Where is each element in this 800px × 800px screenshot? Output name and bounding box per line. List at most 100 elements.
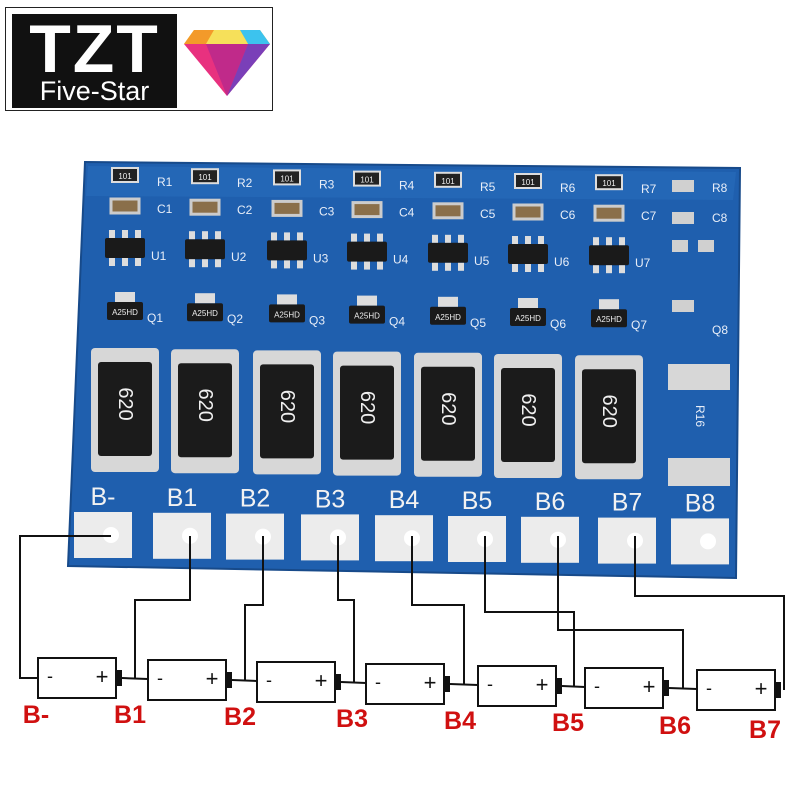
battery-body: [584, 667, 664, 709]
mosfet-code: A25HD: [192, 309, 218, 318]
wire-tap: [337, 536, 355, 682]
battery-minus: -: [706, 678, 712, 698]
ic-pin: [619, 237, 625, 246]
power-resistor-code: 620: [194, 389, 216, 422]
silk-label: Q6: [550, 317, 566, 331]
node-label: B4: [444, 707, 476, 735]
wire-tap: [134, 536, 191, 678]
silk-label: U6: [554, 255, 570, 269]
pad-label: B6: [535, 488, 566, 516]
battery-terminal: [226, 672, 232, 688]
spare-pad: [672, 240, 688, 252]
silk-label: R8: [712, 181, 728, 195]
pad-label: B7: [612, 489, 643, 517]
battery-plus: +: [643, 674, 656, 699]
wire-tap: [244, 536, 264, 680]
pad-label: B3: [315, 485, 346, 513]
ic-pin: [525, 236, 531, 244]
ic-pin: [619, 265, 625, 274]
silk-label: R2: [237, 176, 253, 190]
ic-chip: [267, 240, 307, 261]
node-label: B2: [224, 703, 256, 731]
wire-tap: [634, 536, 785, 690]
ic-pin: [512, 236, 518, 244]
wire-series: [449, 683, 479, 686]
brand-logo: TZT Five-Star: [5, 7, 273, 111]
ic-pin: [284, 232, 290, 241]
power-resistor-code: 620: [437, 392, 459, 425]
smd-resistor: [353, 170, 381, 187]
spare-pad: [698, 240, 714, 252]
smd-resistor-code: 101: [118, 172, 132, 181]
ic-pin: [189, 259, 195, 268]
battery-body: [365, 663, 445, 705]
mosfet-tab: [357, 295, 377, 306]
battery-plus: +: [315, 668, 328, 693]
silk-label: R5: [480, 180, 496, 194]
node-label: B-: [23, 701, 49, 729]
mosfet: [349, 305, 385, 324]
silk-label: Q2: [227, 312, 243, 326]
mosfet-code: A25HD: [274, 310, 300, 319]
silk-label: C1: [157, 202, 173, 216]
mosfet-tab: [438, 296, 458, 307]
mosfet-code: A25HD: [112, 308, 138, 317]
ic-pin: [351, 233, 357, 242]
silk-label: Q1: [147, 311, 163, 325]
wire-tap: [411, 536, 465, 684]
capacitor: [189, 198, 221, 216]
ic-pin: [297, 260, 303, 269]
battery-plus: +: [206, 666, 219, 691]
pad-label: B-: [91, 483, 116, 511]
pad-label: B4: [389, 486, 420, 514]
smd-resistor-code: 101: [441, 177, 455, 186]
spare-resistor-pad: [668, 458, 730, 486]
battery-minus: -: [594, 676, 600, 696]
silk-label: Q4: [389, 315, 405, 329]
power-resistor-code: 620: [598, 395, 620, 428]
mosfet-tab: [599, 299, 619, 310]
ic-pin: [135, 230, 141, 238]
ic-pin: [284, 260, 290, 269]
wiring: [19, 535, 785, 690]
silk-label: U1: [151, 249, 167, 263]
pad-label: B8: [685, 489, 716, 517]
mosfet: [107, 302, 143, 320]
diamond-icon: [184, 30, 270, 96]
silk-label: Q8: [712, 323, 728, 337]
capacitor: [271, 199, 303, 217]
smd-resistor-code: 101: [521, 178, 535, 187]
battery: -+: [696, 669, 781, 711]
silk-label: C4: [399, 206, 415, 220]
battery-minus: -: [487, 674, 493, 694]
wire-tap: [557, 536, 684, 688]
battery-terminal: [775, 682, 781, 698]
battery: -+: [256, 661, 341, 703]
mosfet: [269, 304, 305, 323]
battery-minus: -: [266, 670, 272, 690]
capacitor: [109, 197, 141, 215]
battery: -+: [37, 657, 122, 699]
silk-label: C5: [480, 207, 496, 221]
smd-resistor: [514, 173, 542, 189]
battery-body: [37, 657, 117, 699]
wire-series: [668, 687, 698, 690]
ic-pin: [215, 259, 221, 268]
silk-label: U2: [231, 250, 247, 264]
smd-resistor: [191, 168, 219, 185]
power-resistor-code: 620: [276, 390, 298, 423]
ic-chip: [589, 245, 629, 266]
ic-pin: [377, 233, 383, 242]
brand-logo-box: TZT Five-Star: [12, 11, 177, 108]
mosfet-code: A25HD: [515, 314, 541, 323]
power-resistor: [178, 363, 232, 458]
battery-body: [256, 661, 336, 703]
pcb-board: 101A25HD620R1C1U1Q1101A25HD620R2C2U2Q210…: [66, 160, 742, 580]
ic-chip: [428, 242, 468, 263]
wire-series: [561, 685, 586, 688]
ic-pin: [512, 264, 518, 272]
ic-pin: [458, 262, 464, 271]
wire-tap: [484, 536, 575, 686]
ic-pin: [606, 237, 612, 246]
power-resistor-code: 620: [517, 393, 539, 426]
